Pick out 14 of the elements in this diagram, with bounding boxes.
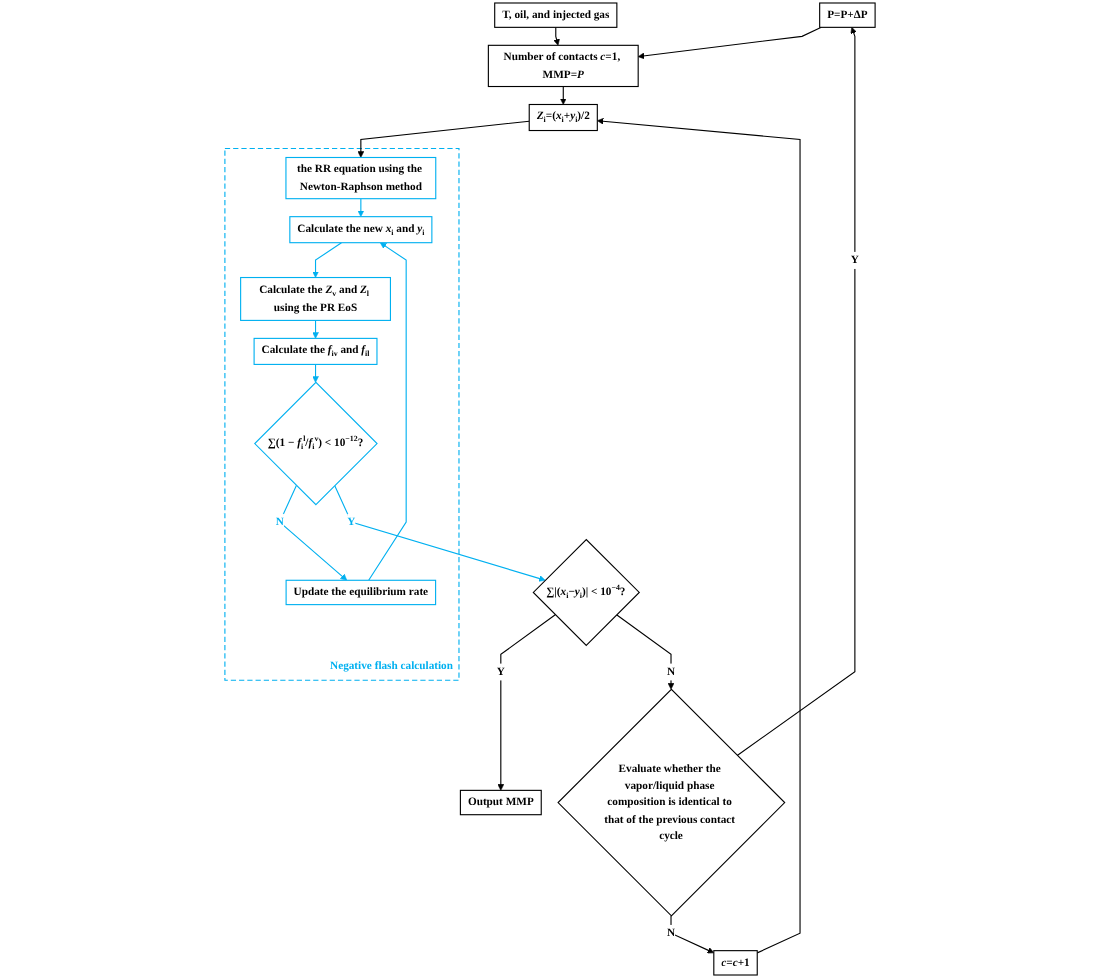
arrow (357, 198, 365, 217)
arrow (637, 26, 822, 60)
arrow (497, 614, 556, 791)
arrow (616, 614, 675, 690)
arrow (357, 120, 530, 158)
arrow (279, 484, 348, 581)
arrow (334, 484, 546, 582)
arrow (368, 242, 407, 581)
arrow (312, 319, 319, 339)
arrow (736, 27, 857, 756)
arrow (553, 26, 560, 46)
arrow (312, 363, 319, 383)
arrow (559, 85, 567, 105)
arrow (312, 242, 343, 278)
